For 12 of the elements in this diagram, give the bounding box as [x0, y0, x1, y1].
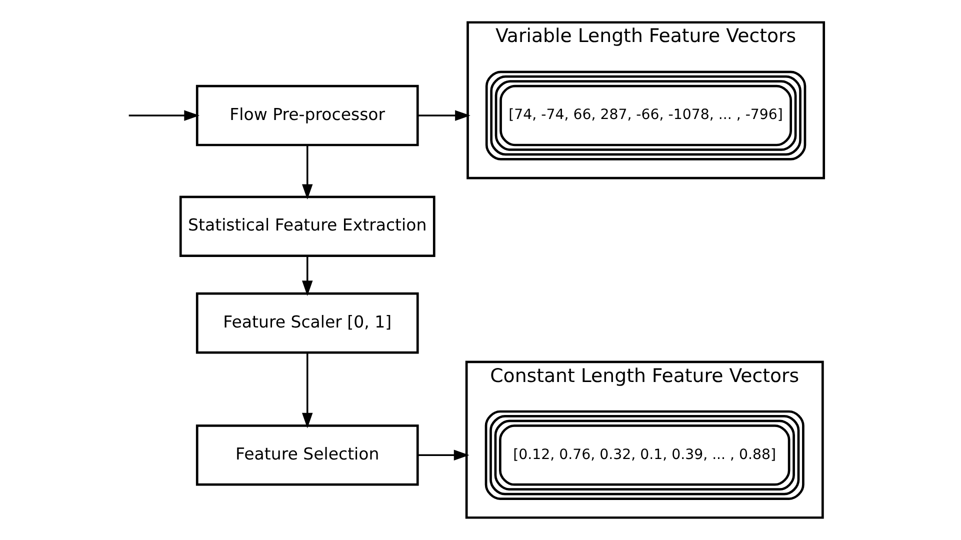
node-box: Feature Selection — [196, 424, 419, 486]
arrow — [302, 256, 313, 296]
node-box: Feature Scaler [0, 1] — [196, 292, 419, 354]
arrow — [418, 110, 470, 121]
node-box: [0.12, 0.76, 0.32, 0.1, 0.39, ... , 0.88] — [484, 410, 804, 500]
arrow — [418, 450, 470, 460]
arrow — [302, 145, 313, 200]
arrow — [302, 352, 313, 428]
node-box: Statistical Feature Extraction — [179, 196, 436, 258]
node-box: [74, -74, 66, 287, -66, -1078, ... , -796] — [485, 70, 806, 160]
node-box: Flow Pre-processor — [196, 84, 419, 146]
arrow — [128, 110, 200, 121]
